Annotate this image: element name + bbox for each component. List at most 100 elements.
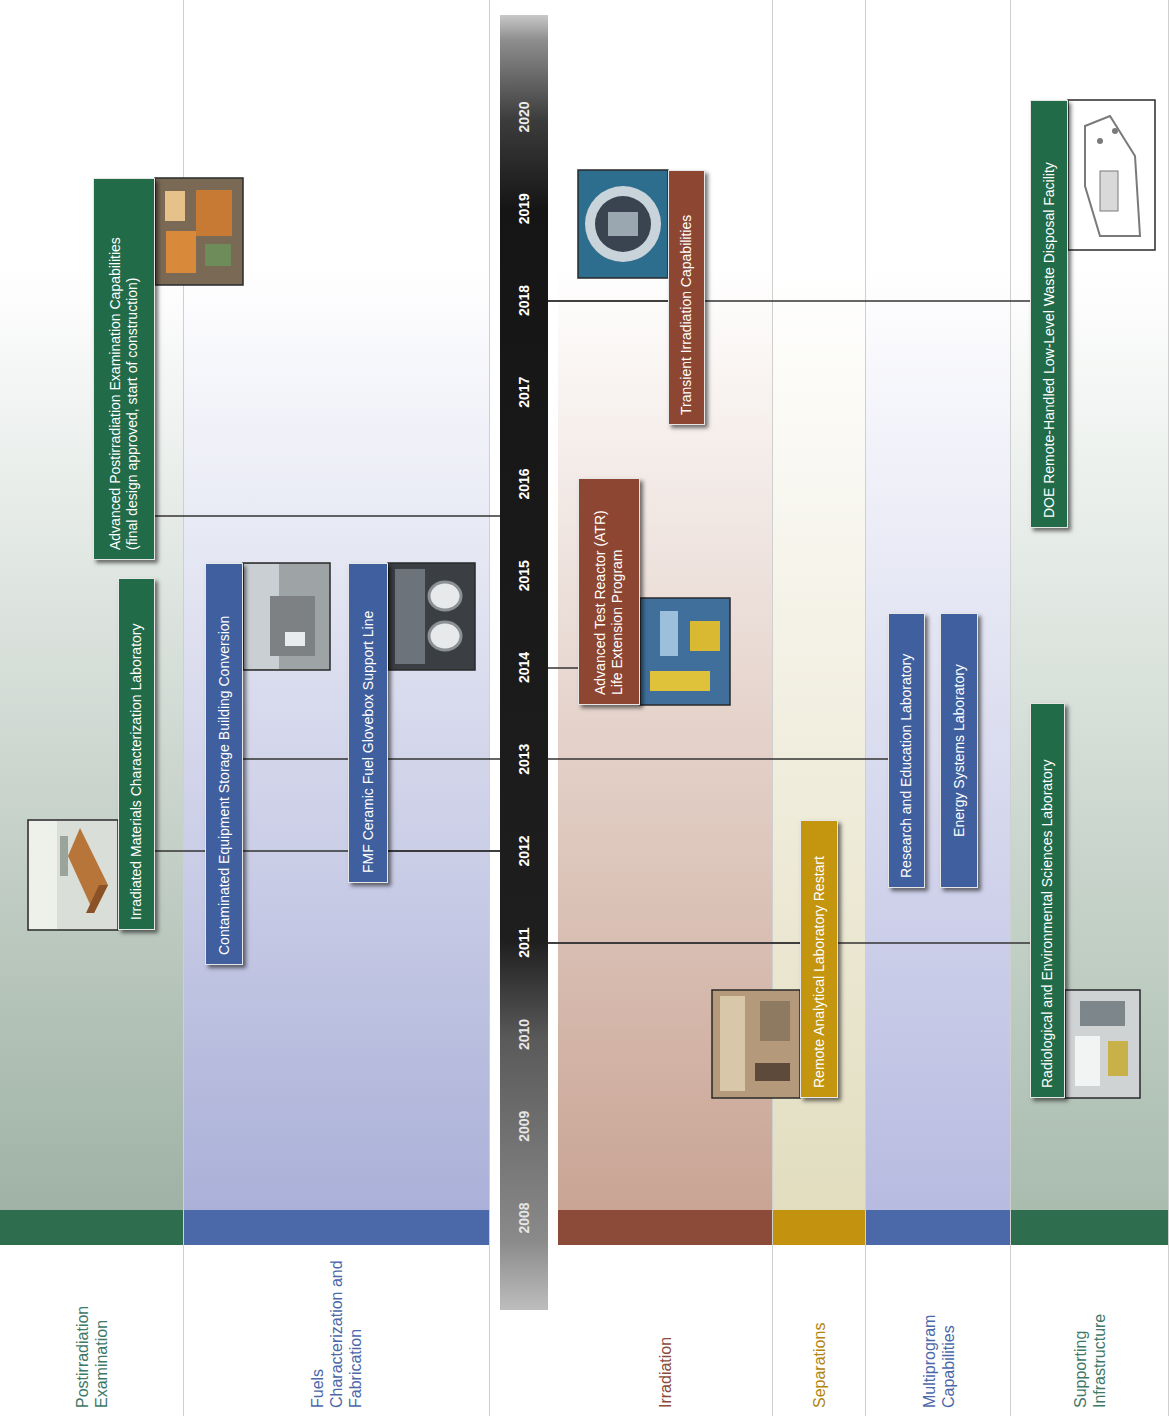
facility-box: Contaminated Equipment Storage Building …: [205, 563, 243, 965]
facility-name: Remote Analytical Laboratory Restart: [811, 856, 828, 1088]
lab-photo: [720, 996, 745, 1091]
site-outline: [1085, 116, 1140, 236]
building-render: [68, 828, 108, 913]
year-label: 2020: [516, 101, 532, 132]
timeline-connector: [155, 850, 500, 852]
photo-thumbnail: [578, 170, 668, 278]
photo-thumbnail: [28, 820, 118, 930]
building-render: [166, 231, 196, 273]
facility-box: Advanced Postirradiation Examination Cap…: [93, 178, 155, 560]
year-label: 2016: [516, 468, 532, 499]
timeline-connector: [548, 300, 1030, 302]
photo-frame: [712, 990, 800, 1098]
category-label: Separations: [810, 1258, 829, 1408]
building-render: [165, 191, 185, 221]
year-label: 2008: [516, 1202, 532, 1233]
facility-name: Research and Education Laboratory: [898, 654, 915, 878]
year-label: 2010: [516, 1019, 532, 1050]
glovebox-port: [429, 582, 461, 610]
photo-frame: [155, 178, 243, 285]
timeline-connector: [243, 758, 500, 760]
year-label: 2019: [516, 193, 532, 224]
site-mark: [1112, 128, 1118, 134]
timeline-connector: [388, 850, 500, 852]
category-label: Irradiation: [656, 1258, 675, 1408]
reactor-photo: [660, 611, 678, 656]
lab-photo: [1075, 1036, 1100, 1086]
facility-name: Energy Systems Laboratory: [951, 664, 968, 837]
building-photo: [285, 632, 305, 646]
reactor-photo: [650, 671, 710, 691]
timeline-connector: [155, 515, 500, 517]
photo-frame: [640, 598, 730, 705]
site-building: [1100, 171, 1118, 211]
glovebox-port: [429, 622, 461, 650]
facility-box: Research and Education Laboratory: [888, 613, 925, 888]
photo-thumbnail: [243, 563, 330, 670]
facility-box: Transient Irradiation Capabilities: [668, 170, 705, 425]
photo-sky: [29, 821, 57, 929]
reactor-core: [608, 212, 638, 236]
timeline-connector: [548, 942, 1030, 944]
facility-box: Remote Analytical Laboratory Restart: [800, 820, 838, 1098]
year-label: 2015: [516, 560, 532, 591]
year-label: 2009: [516, 1111, 532, 1142]
glovebox-photo: [395, 569, 425, 664]
category-label: Fuels Characterization and Fabrication: [308, 1258, 366, 1408]
facility-name: Contaminated Equipment Storage Building …: [216, 616, 233, 955]
building-render: [196, 190, 232, 236]
photo-frame: [388, 563, 475, 670]
year-label: 2017: [516, 377, 532, 408]
photo-frame: [1068, 100, 1155, 250]
facility-name: Advanced Test Reactor (ATR) Life Extensi…: [592, 490, 626, 695]
facility-name: DOE Remote-Handled Low-Level Waste Dispo…: [1041, 162, 1058, 518]
category-band: Multiprogram Capabilities Research and Ed…: [866, 0, 1011, 1416]
building-render: [60, 836, 68, 876]
timeline-connector: [548, 758, 888, 760]
photo-thumbnail: [388, 563, 475, 670]
timeline-connector: [548, 667, 578, 669]
facility-box: FMF Ceramic Fuel Glovebox Support Line: [348, 563, 388, 883]
photo-thumbnail: [712, 990, 800, 1098]
facility-box: Energy Systems Laboratory: [940, 613, 978, 888]
category-label: Multiprogram Capabilities: [920, 1258, 958, 1408]
site-mark: [1097, 138, 1103, 144]
year-label: 2018: [516, 285, 532, 316]
reactor-ring: [585, 186, 661, 262]
facility-name: Transient Irradiation Capabilities: [678, 215, 695, 415]
building-render: [86, 885, 108, 913]
photo-frame: [28, 820, 118, 930]
photo-thumbnail: [640, 598, 730, 705]
reactor-photo: [690, 621, 720, 651]
photo-frame: [578, 170, 668, 278]
facility-name: Advanced Postirradiation Examination Cap…: [107, 237, 124, 550]
facility-box: DOE Remote-Handled Low-Level Waste Dispo…: [1030, 100, 1068, 528]
building-render: [205, 244, 231, 266]
facility-name: (final design approved, start of constru…: [124, 278, 141, 550]
category-band: Separations Remote Analytical Laboratory …: [773, 0, 866, 1416]
photo-thumbnail: [155, 178, 243, 285]
site-plan-thumbnail: [1068, 100, 1155, 250]
year-label: 2014: [516, 652, 532, 683]
category-label: Supporting Infrastructure: [1071, 1258, 1109, 1408]
facility-box: Advanced Test Reactor (ATR) Life Extensi…: [578, 478, 640, 705]
lab-photo: [1108, 1041, 1128, 1076]
facility-name: Irradiated Materials Characterization La…: [128, 624, 145, 920]
facility-box: Irradiated Materials Characterization La…: [118, 578, 155, 930]
photo-frame: [243, 563, 330, 670]
year-label: 2011: [516, 927, 532, 957]
timeline-bar: 2008 2009 2010 2011 2012 2013 2014 2015 2016 2017…: [500, 15, 548, 1310]
building-photo: [270, 596, 315, 656]
lab-photo: [755, 1063, 790, 1081]
photo-frame: [1065, 990, 1140, 1098]
year-label: 2013: [516, 744, 532, 775]
facility-box: Radiological and Environmental Sciences …: [1030, 703, 1065, 1098]
category-label: Postirradiation Examination: [73, 1258, 111, 1408]
facility-name: Radiological and Environmental Sciences …: [1039, 760, 1056, 1088]
lab-photo: [1080, 1001, 1125, 1026]
photo-thumbnail: [1065, 990, 1140, 1098]
year-label: 2012: [516, 835, 532, 866]
